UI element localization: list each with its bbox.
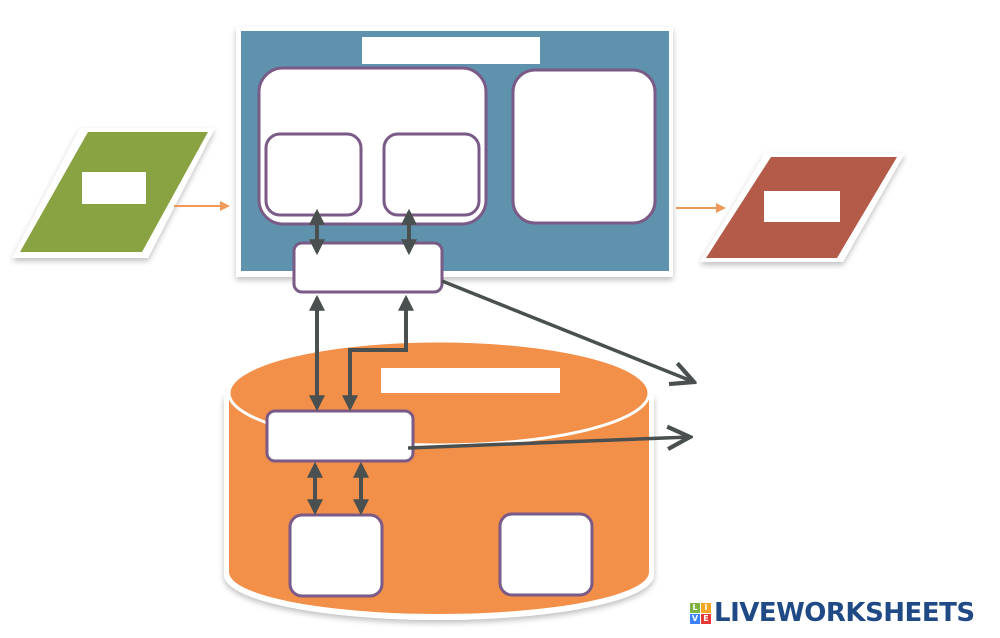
liveworksheets-watermark: L I V E LIVEWORKSHEETS [690,598,975,628]
external-arrow-lower [407,437,690,448]
system-title-box[interactable] [362,37,540,64]
output-label-box[interactable] [764,191,840,222]
logo-text: LIVEWORKSHEETS [714,598,975,628]
connector-interfaces-right [342,294,414,412]
logo-grid-letter: I [701,602,711,613]
system-left-inner-box-b[interactable] [382,132,481,217]
logo-grid-icon: L I V E [690,602,711,624]
system-right-box[interactable] [511,68,657,225]
system-interface-box[interactable] [292,241,444,294]
system-left-inner-box-a[interactable] [264,132,363,217]
logo-grid-letter: E [701,613,711,624]
database-interface-box[interactable] [265,409,415,463]
logo-grid-letter: L [690,602,700,613]
database-title-box[interactable] [381,368,560,393]
logo-grid-letter: V [690,613,700,624]
database-box-a[interactable] [288,513,384,598]
external-arrow-upper [441,279,694,382]
input-label-box[interactable] [82,172,146,204]
database-box-b[interactable] [498,512,594,597]
